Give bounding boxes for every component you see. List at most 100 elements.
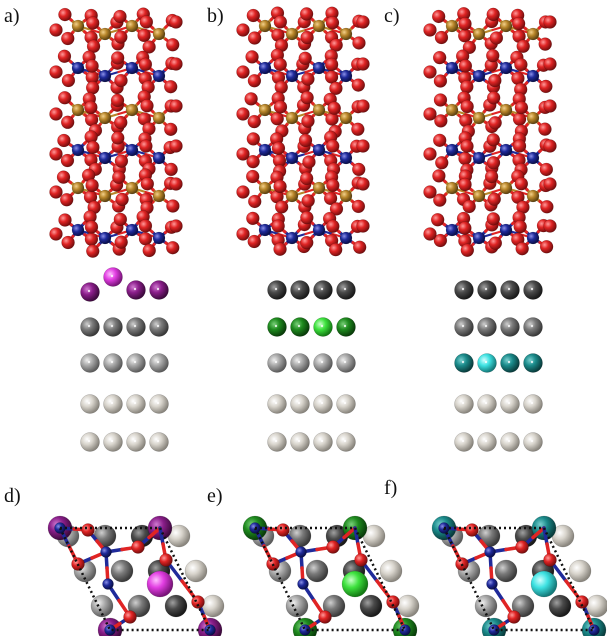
panel-e-top-view: [242, 515, 420, 636]
oxygen-atom: [326, 178, 340, 193]
atom-highlight-dot: [110, 439, 114, 443]
oxygen-atom: [166, 199, 180, 213]
atom-highlight-dot: [274, 324, 278, 328]
substrate-atom-pale: [336, 432, 356, 452]
gold-metal-atom: [472, 111, 486, 125]
substrate-atom-light: [126, 353, 146, 373]
oxygen-atom: [137, 28, 151, 43]
atom-highlight-dot: [133, 439, 137, 443]
oxygen-atom: [486, 212, 501, 226]
oxygen-atom: [247, 194, 262, 209]
oxygen-atom: [423, 65, 437, 79]
oxygen-atom: [114, 235, 128, 249]
oxygen-atom: [169, 57, 183, 71]
atom-highlight-dot: [110, 401, 114, 405]
oxygen-atom: [329, 38, 343, 52]
oxygen-atom: [543, 139, 557, 153]
oxygen-atom: [356, 139, 370, 153]
oxygen-atom: [543, 57, 557, 71]
gold-metal-atom: [472, 189, 486, 203]
substrate-atom-light: [336, 353, 356, 373]
substrate-atom-pale: [500, 394, 520, 414]
oxygen-atom: [236, 65, 250, 79]
oxygen-atom: [142, 243, 156, 258]
oxygen-atom: [356, 99, 370, 113]
oxygen-atom: [513, 219, 527, 234]
atom-highlight-dot: [156, 439, 160, 443]
blue-metal-atom: [484, 546, 496, 558]
blue-metal-atom: [125, 223, 139, 237]
oxygen-atom: [110, 51, 125, 65]
substrate-atom-pale: [523, 432, 543, 452]
substrate-atom-pale: [267, 394, 287, 414]
oxygen-atom: [514, 100, 529, 115]
atom-highlight-dot: [156, 401, 160, 405]
oxygen-atom: [113, 212, 128, 227]
dopant-atom-highlight: [530, 570, 558, 598]
substrate-atom-mid: [454, 317, 474, 337]
oxygen-atom: [540, 200, 554, 214]
dopant-atom: [126, 280, 146, 300]
substrate-atom-dark: [477, 280, 497, 300]
oxygen-atom: [432, 133, 447, 148]
oxygen-atom: [516, 39, 530, 53]
oxygen-atom: [138, 57, 153, 72]
atom-highlight-dot: [156, 287, 160, 291]
gold-metal-atom: [472, 27, 486, 41]
oxygen-atom: [538, 122, 552, 136]
oxygen-atom: [299, 7, 314, 21]
oxygen-atom: [430, 213, 445, 227]
atom-highlight-dot: [343, 324, 347, 328]
blue-metal-atom: [339, 69, 353, 83]
oxygen-atom: [433, 93, 448, 107]
oxygen-atom: [489, 31, 504, 45]
oxygen-atom: [488, 236, 503, 250]
blue-metal-atom: [152, 69, 166, 83]
oxygen-atom: [131, 540, 145, 554]
atom-highlight-dot: [274, 360, 278, 364]
oxygen-atom: [236, 147, 250, 161]
dopant-atom: [267, 317, 287, 337]
oxygen-atom: [298, 133, 313, 148]
substrate-atom-pale: [454, 432, 474, 452]
oxygen-atom: [486, 91, 501, 105]
oxygen-atom: [138, 219, 153, 233]
gold-metal-atom: [445, 19, 459, 33]
substrate-atom-dark: [523, 280, 543, 300]
oxygen-atom: [458, 221, 472, 235]
oxygen-atom: [354, 553, 368, 567]
oxygen-atom: [301, 72, 315, 86]
gold-metal-atom: [71, 181, 85, 195]
substrate-atom-dark: [454, 280, 474, 300]
panel-b-side-view: [236, 6, 370, 452]
dopant-atom: [454, 353, 474, 373]
oxygen-atom: [140, 98, 154, 113]
atom-highlight-dot: [133, 360, 137, 364]
gold-metal-atom: [71, 19, 85, 33]
gold-metal-atom: [98, 111, 112, 125]
blue-metal-atom: [526, 231, 540, 245]
oxygen-atom: [300, 30, 314, 45]
oxygen-atom: [460, 99, 474, 114]
substrate-atom-mid: [477, 317, 497, 337]
oxygen-atom: [326, 219, 340, 233]
oxygen-atom: [543, 219, 557, 233]
oxygen-atom: [139, 139, 153, 153]
gold-metal-atom: [258, 103, 272, 117]
atom-highlight-dot: [484, 439, 488, 443]
oxygen-atom: [328, 242, 343, 257]
blue-metal-atom: [445, 223, 459, 237]
blue-metal-atom: [339, 231, 353, 245]
atom-highlight-dot: [530, 401, 534, 405]
oxygen-atom: [163, 122, 178, 137]
oxygen-atom: [351, 122, 365, 137]
oxygen-atom: [486, 156, 501, 170]
oxygen-atom: [114, 73, 128, 88]
blue-metal-atom: [98, 151, 112, 165]
substrate-atom-mid: [80, 317, 100, 337]
atom-highlight-dot: [484, 324, 488, 328]
oxygen-atom: [458, 177, 472, 192]
panel-c-side-view: [423, 6, 557, 452]
oxygen-atom: [169, 177, 183, 191]
substrate-atom: [322, 594, 346, 618]
